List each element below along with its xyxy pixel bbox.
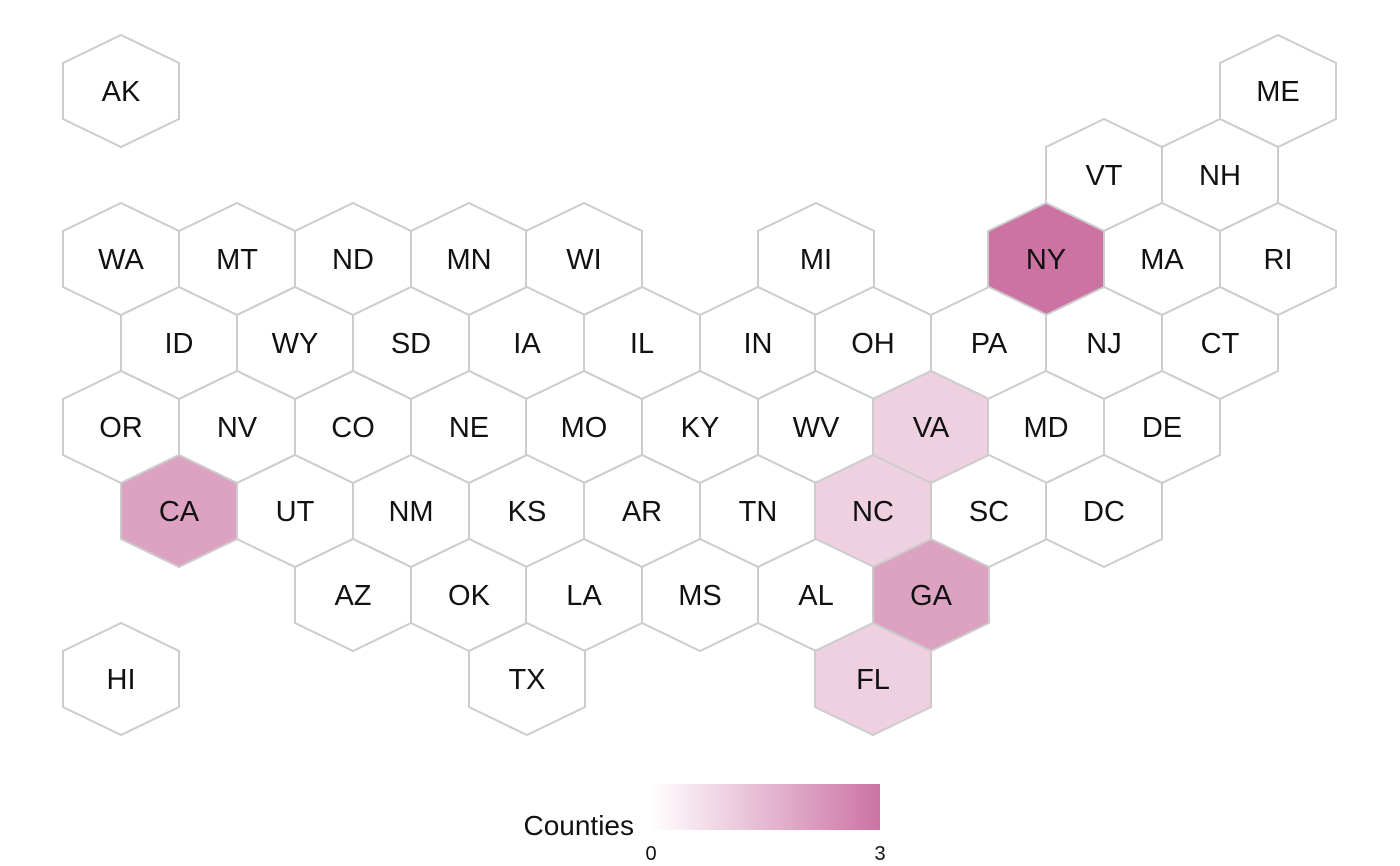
- hex-label: PA: [971, 328, 1008, 360]
- hex-label: TN: [739, 496, 778, 528]
- hex-label: ND: [332, 244, 374, 276]
- hex-label: FL: [856, 664, 890, 696]
- hex-state-ak: AK: [62, 33, 180, 149]
- hex-label: MN: [446, 244, 491, 276]
- hex-label: SC: [969, 496, 1009, 528]
- hex-label: WV: [793, 412, 840, 444]
- hex-state-fl: FL: [814, 621, 932, 737]
- hex-shape: [62, 33, 180, 149]
- hex-shape: [1045, 453, 1163, 569]
- hex-state-in: IN: [699, 285, 817, 401]
- hex-label: WI: [566, 244, 601, 276]
- hex-state-oh: OH: [814, 285, 932, 401]
- hex-state-ok: OK: [410, 537, 528, 653]
- hex-label: LA: [566, 580, 602, 612]
- hex-label: DE: [1142, 412, 1182, 444]
- hex-label: IA: [513, 328, 541, 360]
- color-legend: Counties 0 3: [523, 784, 886, 865]
- hex-label: AK: [102, 76, 141, 108]
- hex-state-me: ME: [1219, 33, 1337, 149]
- hex-state-wi: WI: [525, 201, 643, 317]
- hex-state-ky: KY: [641, 369, 759, 485]
- hex-label: ME: [1256, 76, 1300, 108]
- hex-label: NV: [217, 412, 258, 444]
- hex-state-tx: TX: [468, 621, 586, 737]
- hex-label: WY: [272, 328, 319, 360]
- legend-color-bar: [650, 784, 880, 830]
- legend-max-label: 3: [874, 843, 885, 865]
- hex-state-nj: NJ: [1045, 285, 1163, 401]
- hex-label: VT: [1085, 160, 1122, 192]
- hex-shape: [468, 621, 586, 737]
- hex-label: WA: [98, 244, 144, 276]
- hex-label: CO: [331, 412, 375, 444]
- hex-label: HI: [107, 664, 136, 696]
- hex-state-hi: HI: [62, 621, 180, 737]
- hex-label: ID: [165, 328, 194, 360]
- hex-state-la: LA: [525, 537, 643, 653]
- hex-label: SD: [391, 328, 431, 360]
- hex-state-ar: AR: [583, 453, 701, 569]
- hex-state-ri: RI: [1219, 201, 1337, 317]
- hex-label: NE: [449, 412, 489, 444]
- hex-label: NJ: [1086, 328, 1121, 360]
- hex-label: DC: [1083, 496, 1125, 528]
- hex-state-mt: MT: [178, 201, 296, 317]
- hex-shape: [62, 621, 180, 737]
- hex-label: UT: [276, 496, 315, 528]
- hex-state-ne: NE: [410, 369, 528, 485]
- hex-state-ct: CT: [1161, 285, 1279, 401]
- legend-title: Counties: [523, 810, 634, 841]
- hex-label: TX: [508, 664, 545, 696]
- hex-state-mo: MO: [525, 369, 643, 485]
- hex-label: CA: [159, 496, 200, 528]
- hex-label: AL: [798, 580, 833, 612]
- hex-label: OH: [851, 328, 895, 360]
- hex-label: OK: [448, 580, 491, 612]
- hex-label: MD: [1023, 412, 1068, 444]
- hex-state-mi: MI: [757, 201, 875, 317]
- hex-label: MO: [561, 412, 608, 444]
- hex-label: NY: [1026, 244, 1066, 276]
- hex-label: GA: [910, 580, 953, 612]
- hex-label: AR: [622, 496, 662, 528]
- hex-label: KS: [508, 496, 547, 528]
- hex-state-az: AZ: [294, 537, 412, 653]
- hex-label: NH: [1199, 160, 1241, 192]
- hex-label: AZ: [334, 580, 371, 612]
- hex-label: NM: [388, 496, 433, 528]
- hex-label: KY: [681, 412, 720, 444]
- hex-label: VA: [913, 412, 950, 444]
- hex-label: MA: [1140, 244, 1184, 276]
- hex-state-dc: DC: [1045, 453, 1163, 569]
- hex-state-ga: GA: [872, 537, 990, 653]
- hex-label: IN: [744, 328, 773, 360]
- hex-state-md: MD: [987, 369, 1105, 485]
- hex-label: CT: [1201, 328, 1240, 360]
- hex-state-de: DE: [1103, 369, 1221, 485]
- hex-label: MT: [216, 244, 258, 276]
- hex-label: MI: [800, 244, 832, 276]
- hex-label: MS: [678, 580, 722, 612]
- legend-min-label: 0: [645, 843, 656, 865]
- hex-label: IL: [630, 328, 654, 360]
- hex-state-ks: KS: [468, 453, 586, 569]
- hex-label: OR: [99, 412, 143, 444]
- hex-label: RI: [1264, 244, 1293, 276]
- hex-shape: [814, 621, 932, 737]
- hex-grid: AK ME VT NH WA MT ND MN WI MI NY MA RI ID WY SD IA IL IN OH…: [62, 33, 1337, 737]
- hex-label: NC: [852, 496, 894, 528]
